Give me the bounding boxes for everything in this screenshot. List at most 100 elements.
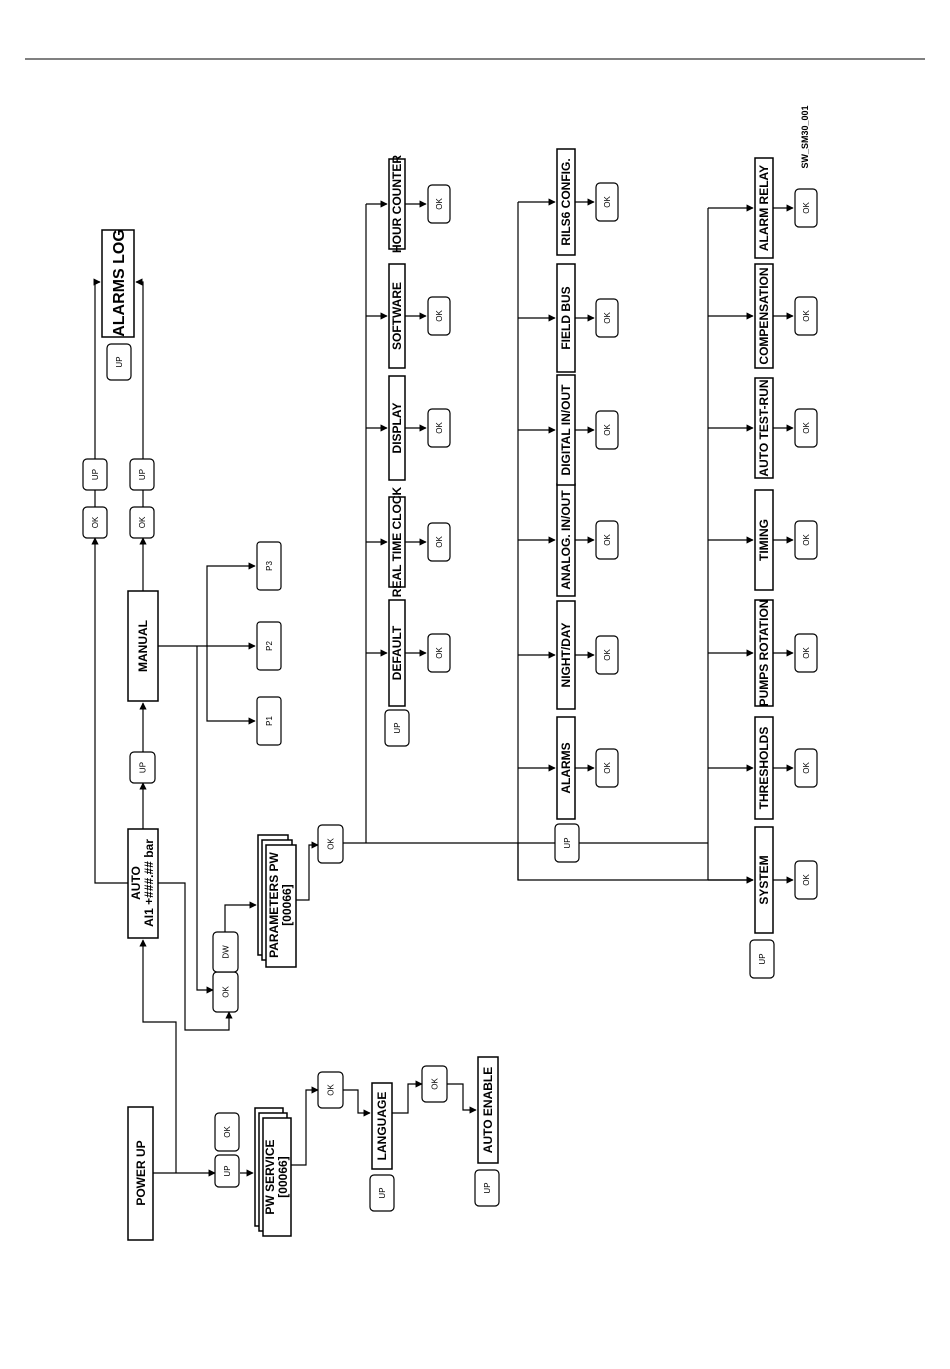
p2-box[interactable]: P2 xyxy=(256,621,282,671)
menu-item-real-time-clock[interactable]: REAL TIME CLOCK xyxy=(388,486,406,597)
ok-key[interactable]: OK xyxy=(794,748,818,788)
auto-enable-label: AUTO ENABLE xyxy=(481,1067,495,1153)
ok-key-label: OK xyxy=(603,424,612,436)
wire-pwservice-ok xyxy=(291,1086,319,1166)
ok-key-pwservice[interactable]: OK xyxy=(317,1071,344,1109)
ok-key-label: OK xyxy=(435,536,444,548)
menu-item-label: HOUR COUNTER xyxy=(390,155,404,253)
ok-key-label: OK xyxy=(802,762,811,774)
manual-box: MANUAL xyxy=(127,590,159,702)
ok-key[interactable]: OK xyxy=(794,860,818,900)
up-key-language[interactable]: UP xyxy=(369,1174,395,1212)
wire-ok-autoenable xyxy=(447,1083,477,1114)
parameters-pw-label: PARAMETERS PW xyxy=(267,851,281,957)
auto-enable-box: AUTO ENABLE xyxy=(477,1056,499,1164)
ok-key[interactable]: OK xyxy=(794,520,818,560)
menu-item-label: COMPENSATION xyxy=(757,267,771,364)
ok-key-powerup[interactable]: OK xyxy=(214,1112,240,1152)
ok-key[interactable]: OK xyxy=(794,188,818,228)
up-key-row2[interactable]: UP xyxy=(554,823,580,863)
menu-item-label: SOFTWARE xyxy=(390,282,404,350)
ok-key[interactable]: OK xyxy=(794,408,818,448)
up-key-auto[interactable]: UP xyxy=(129,751,156,784)
menu-item-rils6-config[interactable]: RILS6 CONFIG. xyxy=(556,148,576,256)
menu-item-digital-in-out[interactable]: DIGITAL IN/OUT xyxy=(556,374,576,486)
ok-key-label: OK xyxy=(802,647,811,659)
up-key-powerup[interactable]: UP xyxy=(214,1154,240,1188)
up-key-autoenable[interactable]: UP xyxy=(474,1169,500,1207)
ok-key[interactable]: OK xyxy=(595,748,619,788)
auto-label: AUTO xyxy=(129,866,143,900)
menu-item-alarms[interactable]: ALARMS xyxy=(556,716,576,820)
menu-item-display[interactable]: DISPLAY xyxy=(388,375,406,481)
menu-item-system[interactable]: SYSTEM xyxy=(754,826,774,934)
wire-language-ok xyxy=(392,1080,423,1114)
ok-key-alarms-1[interactable]: OK xyxy=(82,506,108,539)
ok-key-alarms-1-label: OK xyxy=(91,516,100,528)
ok-key-language-label: OK xyxy=(431,1078,440,1090)
ok-key-label: OK xyxy=(802,202,811,214)
ok-key-label: OK xyxy=(603,534,612,546)
ok-key[interactable]: OK xyxy=(427,296,451,336)
menu-item-hour-counter[interactable]: HOUR COUNTER xyxy=(388,155,406,253)
up-key-row2-label: UP xyxy=(563,837,572,848)
power-up-box: POWER UP xyxy=(127,1106,154,1241)
ok-key[interactable]: OK xyxy=(427,184,451,224)
menu-item-analog-in-out[interactable]: ANALOG. IN/OUT xyxy=(556,483,576,597)
up-key-row1[interactable]: UP xyxy=(384,709,410,747)
ok-key-label: OK xyxy=(802,310,811,322)
menu-item-alarm-relay[interactable]: ALARM RELAY xyxy=(754,157,774,259)
ok-key[interactable]: OK xyxy=(595,298,619,338)
ok-key-paramspw[interactable]: OK xyxy=(317,824,344,864)
ok-key[interactable]: OK xyxy=(595,520,619,560)
p2-label: P2 xyxy=(265,641,274,651)
menu-item-label: DIGITAL IN/OUT xyxy=(559,384,573,476)
ok-key[interactable]: OK xyxy=(595,182,619,222)
ok-key-language[interactable]: OK xyxy=(421,1065,448,1103)
menu-item-pumps-rotation[interactable]: PUMPS ROTATION xyxy=(754,599,774,707)
ok-key-alarms-2[interactable]: OK xyxy=(129,506,155,539)
ok-key-label: OK xyxy=(603,312,612,324)
power-up-label: POWER UP xyxy=(134,1140,148,1205)
alarms-log-label: ALARMS LOG xyxy=(111,229,128,337)
language-label: LANGUAGE xyxy=(375,1092,389,1161)
dw-key-params[interactable]: DW xyxy=(212,931,239,973)
ok-key-label: OK xyxy=(435,647,444,659)
up-key-alarms-1[interactable]: UP xyxy=(82,458,108,491)
ok-key-label: OK xyxy=(435,310,444,322)
menu-item-label: NIGHT/DAY xyxy=(559,623,573,688)
ok-key[interactable]: OK xyxy=(595,410,619,450)
menu-item-label: SYSTEM xyxy=(757,855,771,904)
p3-box[interactable]: P3 xyxy=(256,541,282,591)
p1-box[interactable]: P1 xyxy=(256,696,282,746)
ok-key[interactable]: OK xyxy=(794,296,818,336)
ok-key-paramspw-label: OK xyxy=(327,838,336,850)
menu-item-label: FIELD BUS xyxy=(559,286,573,349)
pw-service-label: PW SERVICE xyxy=(263,1139,277,1214)
wire-powerup-auto xyxy=(139,939,177,1173)
menu-item-default[interactable]: DEFAULT xyxy=(388,599,406,707)
ok-key[interactable]: OK xyxy=(595,635,619,675)
up-key-alarmslog[interactable]: UP xyxy=(106,343,132,381)
ok-key[interactable]: OK xyxy=(427,522,451,562)
menu-item-field-bus[interactable]: FIELD BUS xyxy=(556,263,576,373)
menu-item-compensation[interactable]: COMPENSATION xyxy=(754,263,774,369)
menu-item-auto-test-run[interactable]: AUTO TEST-RUN xyxy=(754,377,774,479)
menu-item-timing[interactable]: TIMING xyxy=(754,489,774,591)
menu-item-thresholds[interactable]: THRESHOLDS xyxy=(754,716,774,820)
ok-key[interactable]: OK xyxy=(427,408,451,448)
menu-item-label: ALARMS xyxy=(559,742,573,793)
menu-item-software[interactable]: SOFTWARE xyxy=(388,263,406,369)
menu-item-night-day[interactable]: NIGHT/DAY xyxy=(556,600,576,710)
up-key-row3[interactable]: UP xyxy=(749,939,775,979)
menu-item-label: DISPLAY xyxy=(390,403,404,454)
ok-key-params[interactable]: OK xyxy=(212,971,239,1013)
ok-key-label: OK xyxy=(802,422,811,434)
up-key-autoenable-label: UP xyxy=(483,1182,492,1193)
up-key-row1-label: UP xyxy=(393,722,402,733)
ok-key-label: OK xyxy=(802,874,811,886)
up-key-alarmslog-label: UP xyxy=(115,356,124,367)
up-key-alarms-2[interactable]: UP xyxy=(129,458,155,491)
ok-key[interactable]: OK xyxy=(427,633,451,673)
ok-key[interactable]: OK xyxy=(794,633,818,673)
